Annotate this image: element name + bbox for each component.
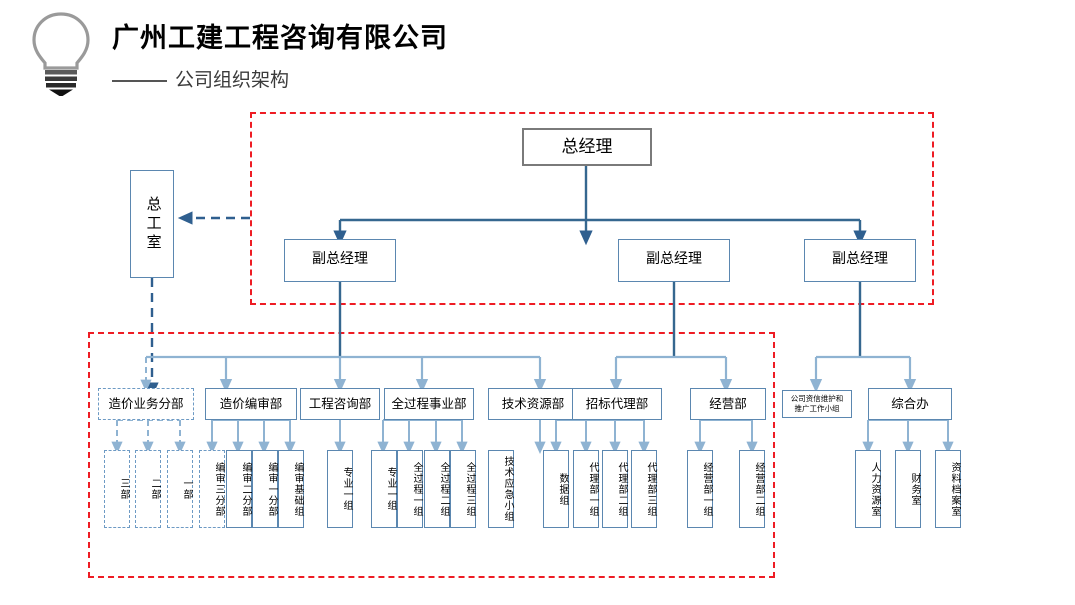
node-unit-wp-group-2[interactable]: 全过程二组	[424, 450, 450, 528]
node-dept-cost-review[interactable]: 造价编审部	[205, 388, 297, 420]
node-general-manager[interactable]: 总经理	[522, 128, 652, 166]
node-unit-costing-1[interactable]: 一部	[167, 450, 193, 528]
node-dept-whole-process[interactable]: 全过程事业部	[384, 388, 474, 420]
node-deputy-manager-1[interactable]: 副总经理	[284, 239, 396, 282]
node-unit-agency-group-1[interactable]: 代理部一组	[573, 450, 599, 528]
management-region	[250, 112, 934, 305]
node-unit-hr-office[interactable]: 人力资源室	[855, 450, 881, 528]
page-subtitle: 公司组织架构	[175, 70, 290, 91]
node-dept-general-office[interactable]: 综合办	[868, 388, 952, 420]
node-unit-agency-group-3[interactable]: 代理部三组	[631, 450, 657, 528]
node-unit-costing-2[interactable]: 二部	[135, 450, 161, 528]
node-unit-review-branch-3[interactable]: 编审三分部	[199, 450, 225, 528]
node-dept-bidding-agency[interactable]: 招标代理部	[572, 388, 662, 420]
node-chief-engineer-office[interactable]: 总工室	[130, 170, 174, 278]
node-unit-review-base-group[interactable]: 编审基础组	[278, 450, 304, 528]
node-deputy-manager-3[interactable]: 副总经理	[804, 239, 916, 282]
node-unit-wp-group-1[interactable]: 全过程一组	[397, 450, 423, 528]
page-title: 广州工建工程咨询有限公司	[112, 23, 448, 53]
node-credit-promotion-group[interactable]: 公司资信维护和 推广工作小组	[782, 390, 852, 418]
node-dept-operations[interactable]: 经营部	[690, 388, 766, 420]
node-unit-wp-group-3[interactable]: 全过程三组	[450, 450, 476, 528]
operations-region	[88, 332, 775, 578]
node-unit-data-group[interactable]: 数据组	[543, 450, 569, 528]
node-deputy-manager-2[interactable]: 副总经理	[618, 239, 730, 282]
lightbulb-icon	[28, 10, 94, 101]
node-unit-consulting-pro-1[interactable]: 专业一组	[327, 450, 353, 528]
node-unit-operations-group-2[interactable]: 经营部二组	[739, 450, 765, 528]
node-dept-engineering-consulting[interactable]: 工程咨询部	[300, 388, 380, 420]
node-dept-costing-branch[interactable]: 造价业务分部	[98, 388, 194, 420]
title-rule	[112, 80, 167, 82]
node-unit-review-branch-2[interactable]: 编审二分部	[226, 450, 252, 528]
node-unit-costing-3[interactable]: 三部	[104, 450, 130, 528]
credit-group-line2: 推广工作小组	[794, 404, 840, 413]
node-unit-tech-emergency-group[interactable]: 技术应急小组	[488, 450, 514, 528]
node-unit-archives-office[interactable]: 资料档案室	[935, 450, 961, 528]
node-unit-finance-office[interactable]: 财务室	[895, 450, 921, 528]
node-unit-agency-group-2[interactable]: 代理部二组	[602, 450, 628, 528]
node-unit-operations-group-1[interactable]: 经营部一组	[687, 450, 713, 528]
node-unit-review-branch-1[interactable]: 编审一分部	[252, 450, 278, 528]
credit-group-line1: 公司资信维护和	[790, 393, 844, 403]
node-dept-tech-resources[interactable]: 技术资源部	[488, 388, 578, 420]
node-unit-wp-pro-1[interactable]: 专业一组	[371, 450, 397, 528]
